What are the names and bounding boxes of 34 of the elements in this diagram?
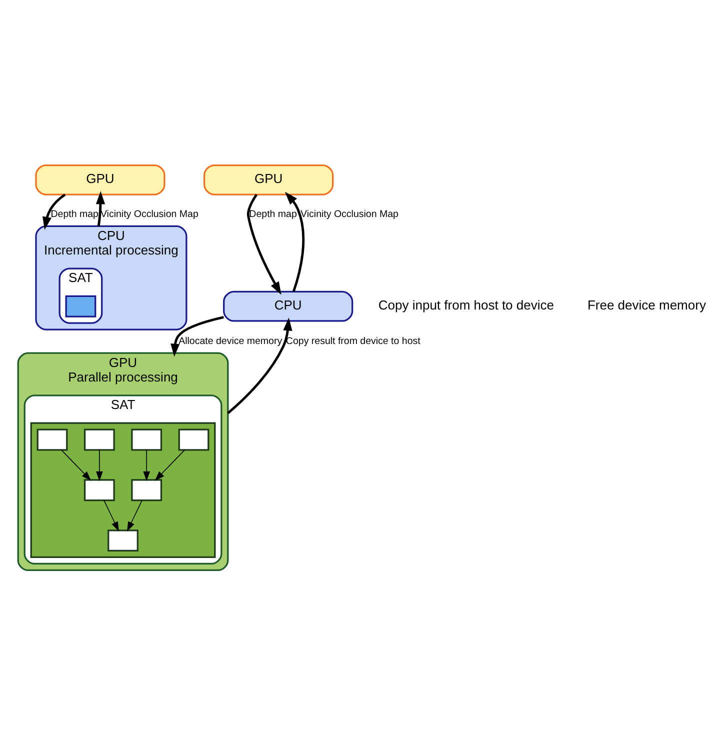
- arrow: [104, 500, 120, 532]
- edge-label: Vicinity Occlusion Map: [100, 208, 198, 220]
- arrow: [127, 500, 142, 532]
- arrow: [170, 316, 224, 357]
- cluster: SAT: [58, 268, 103, 324]
- node-box: [108, 530, 138, 552]
- node-box: GPU: [35, 164, 166, 196]
- edge-label: Vicinity Occlusion Map: [300, 208, 398, 220]
- arrow: [143, 450, 150, 482]
- arrow: [284, 192, 305, 292]
- node-box: [178, 428, 210, 451]
- node-box: [65, 295, 96, 318]
- node-box: [131, 428, 162, 451]
- label: Free device memory: [587, 297, 706, 312]
- node-box: [36, 428, 68, 451]
- arrow: [227, 318, 292, 414]
- arrow: [96, 191, 106, 226]
- arrow: [96, 450, 103, 482]
- cluster: SAT: [24, 394, 222, 565]
- edge-label: Allocate device memory: [178, 336, 282, 347]
- arrow: [42, 194, 66, 230]
- arrow: [246, 194, 282, 295]
- arrow: [60, 450, 92, 481]
- edge-label: Depth map: [50, 208, 98, 220]
- node-box: CPU: [223, 290, 354, 322]
- cluster: [30, 422, 216, 558]
- node-box: [84, 479, 115, 502]
- edge-label: Copy result from device to host: [286, 336, 420, 347]
- arrow: [154, 450, 186, 481]
- edge-label: Depth map: [249, 208, 297, 220]
- node-box: [131, 479, 162, 502]
- node-box: [84, 428, 115, 451]
- node-box: GPU: [204, 164, 334, 196]
- label: Copy input from host to device: [378, 297, 554, 312]
